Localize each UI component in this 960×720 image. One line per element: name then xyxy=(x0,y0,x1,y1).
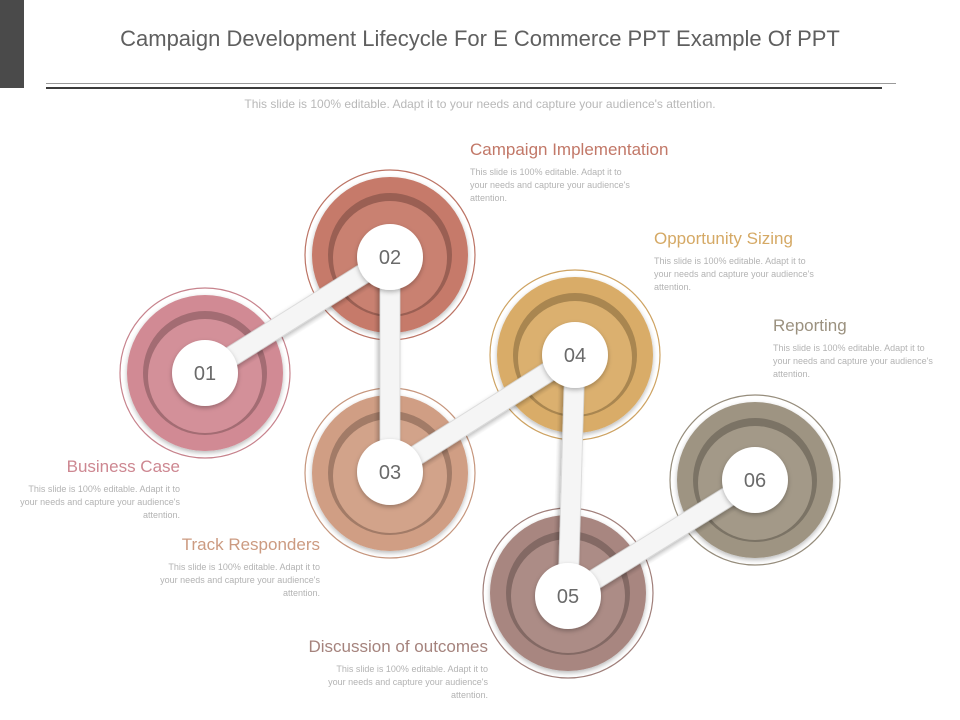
hub-circle xyxy=(172,340,238,406)
step-description: This slide is 100% editable. Adapt it to… xyxy=(654,256,814,292)
step-description: This slide is 100% editable. Adapt it to… xyxy=(470,167,630,203)
step-title: Discussion of outcomes xyxy=(308,637,488,656)
step-title: Reporting xyxy=(773,316,847,335)
step-hub-02: 02 xyxy=(357,224,423,290)
corner-accent-block xyxy=(0,0,24,88)
step-title: Track Responders xyxy=(181,535,320,554)
step-description: This slide is 100% editable. Adapt it to… xyxy=(160,562,320,598)
step-title: Campaign Implementation xyxy=(470,140,669,159)
step-hub-03: 03 xyxy=(357,439,423,505)
step-number: 03 xyxy=(379,462,401,484)
hub-circle xyxy=(542,322,608,388)
outer-ring-outline xyxy=(669,394,841,566)
outer-ring-outline xyxy=(119,287,291,459)
title-rule-thick xyxy=(46,87,882,89)
step-number: 06 xyxy=(744,470,766,492)
title-rule-thin xyxy=(46,83,896,84)
step-number: 04 xyxy=(564,345,586,367)
node-hubs-layer: 01 02 03 04 05 06 xyxy=(172,224,788,629)
step-number: 05 xyxy=(557,586,579,608)
hub-circle xyxy=(535,563,601,629)
step-title: Business Case xyxy=(66,457,180,476)
step-hub-01: 01 xyxy=(172,340,238,406)
step-number: 02 xyxy=(379,247,401,269)
step-number: 01 xyxy=(194,363,216,385)
hub-circle xyxy=(722,447,788,513)
step-title: Opportunity Sizing xyxy=(654,229,793,248)
page-title: Campaign Development Lifecycle For E Com… xyxy=(120,26,840,51)
page-subtitle: This slide is 100% editable. Adapt it to… xyxy=(244,97,716,111)
connector-bars-layer xyxy=(199,247,761,606)
step-description: This slide is 100% editable. Adapt it to… xyxy=(20,484,180,520)
step-hub-05: 05 xyxy=(535,563,601,629)
step-description: This slide is 100% editable. Adapt it to… xyxy=(328,664,488,700)
hub-circle xyxy=(357,224,423,290)
step-hub-06: 06 xyxy=(722,447,788,513)
step-description: This slide is 100% editable. Adapt it to… xyxy=(773,343,933,379)
step-hub-04: 04 xyxy=(542,322,608,388)
hub-circle xyxy=(357,439,423,505)
